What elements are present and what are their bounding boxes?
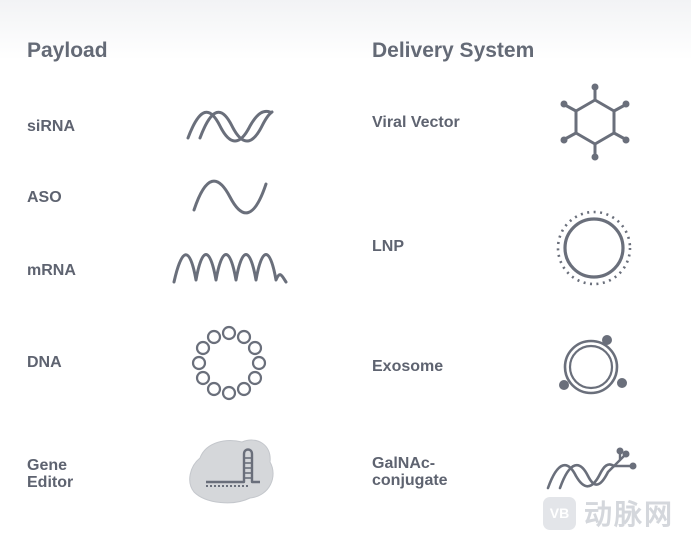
mrna-icon bbox=[172, 252, 288, 286]
payload-label-gene-editor: Gene Editor bbox=[27, 457, 74, 491]
lnp-icon bbox=[556, 210, 632, 286]
dna-plasmid-icon bbox=[191, 325, 267, 401]
payload-label-mrna: mRNA bbox=[27, 262, 76, 279]
viral-vector-icon bbox=[558, 83, 632, 161]
gene-editor-icon bbox=[186, 436, 278, 506]
watermark-logo: VB bbox=[543, 496, 576, 530]
delivery-system-heading: Delivery System bbox=[372, 39, 535, 62]
exosome-icon bbox=[556, 332, 632, 396]
payload-heading: Payload bbox=[27, 39, 108, 62]
watermark: VB 动脉网 bbox=[543, 493, 674, 533]
payload-label-dna: DNA bbox=[27, 354, 62, 371]
aso-icon bbox=[192, 179, 268, 215]
payload-label-aso: ASO bbox=[27, 189, 62, 206]
delivery-label-viral-vector: Viral Vector bbox=[372, 114, 460, 131]
sirna-icon bbox=[186, 108, 276, 144]
payload-label-sirna: siRNA bbox=[27, 118, 76, 135]
delivery-label-lnp: LNP bbox=[372, 238, 404, 255]
delivery-label-galnac-conjugate: GalNAc- conjugate bbox=[372, 455, 448, 489]
delivery-label-exosome: Exosome bbox=[372, 358, 444, 375]
galnac-conjugate-icon bbox=[546, 447, 642, 492]
watermark-text: 动脉网 bbox=[584, 499, 675, 530]
